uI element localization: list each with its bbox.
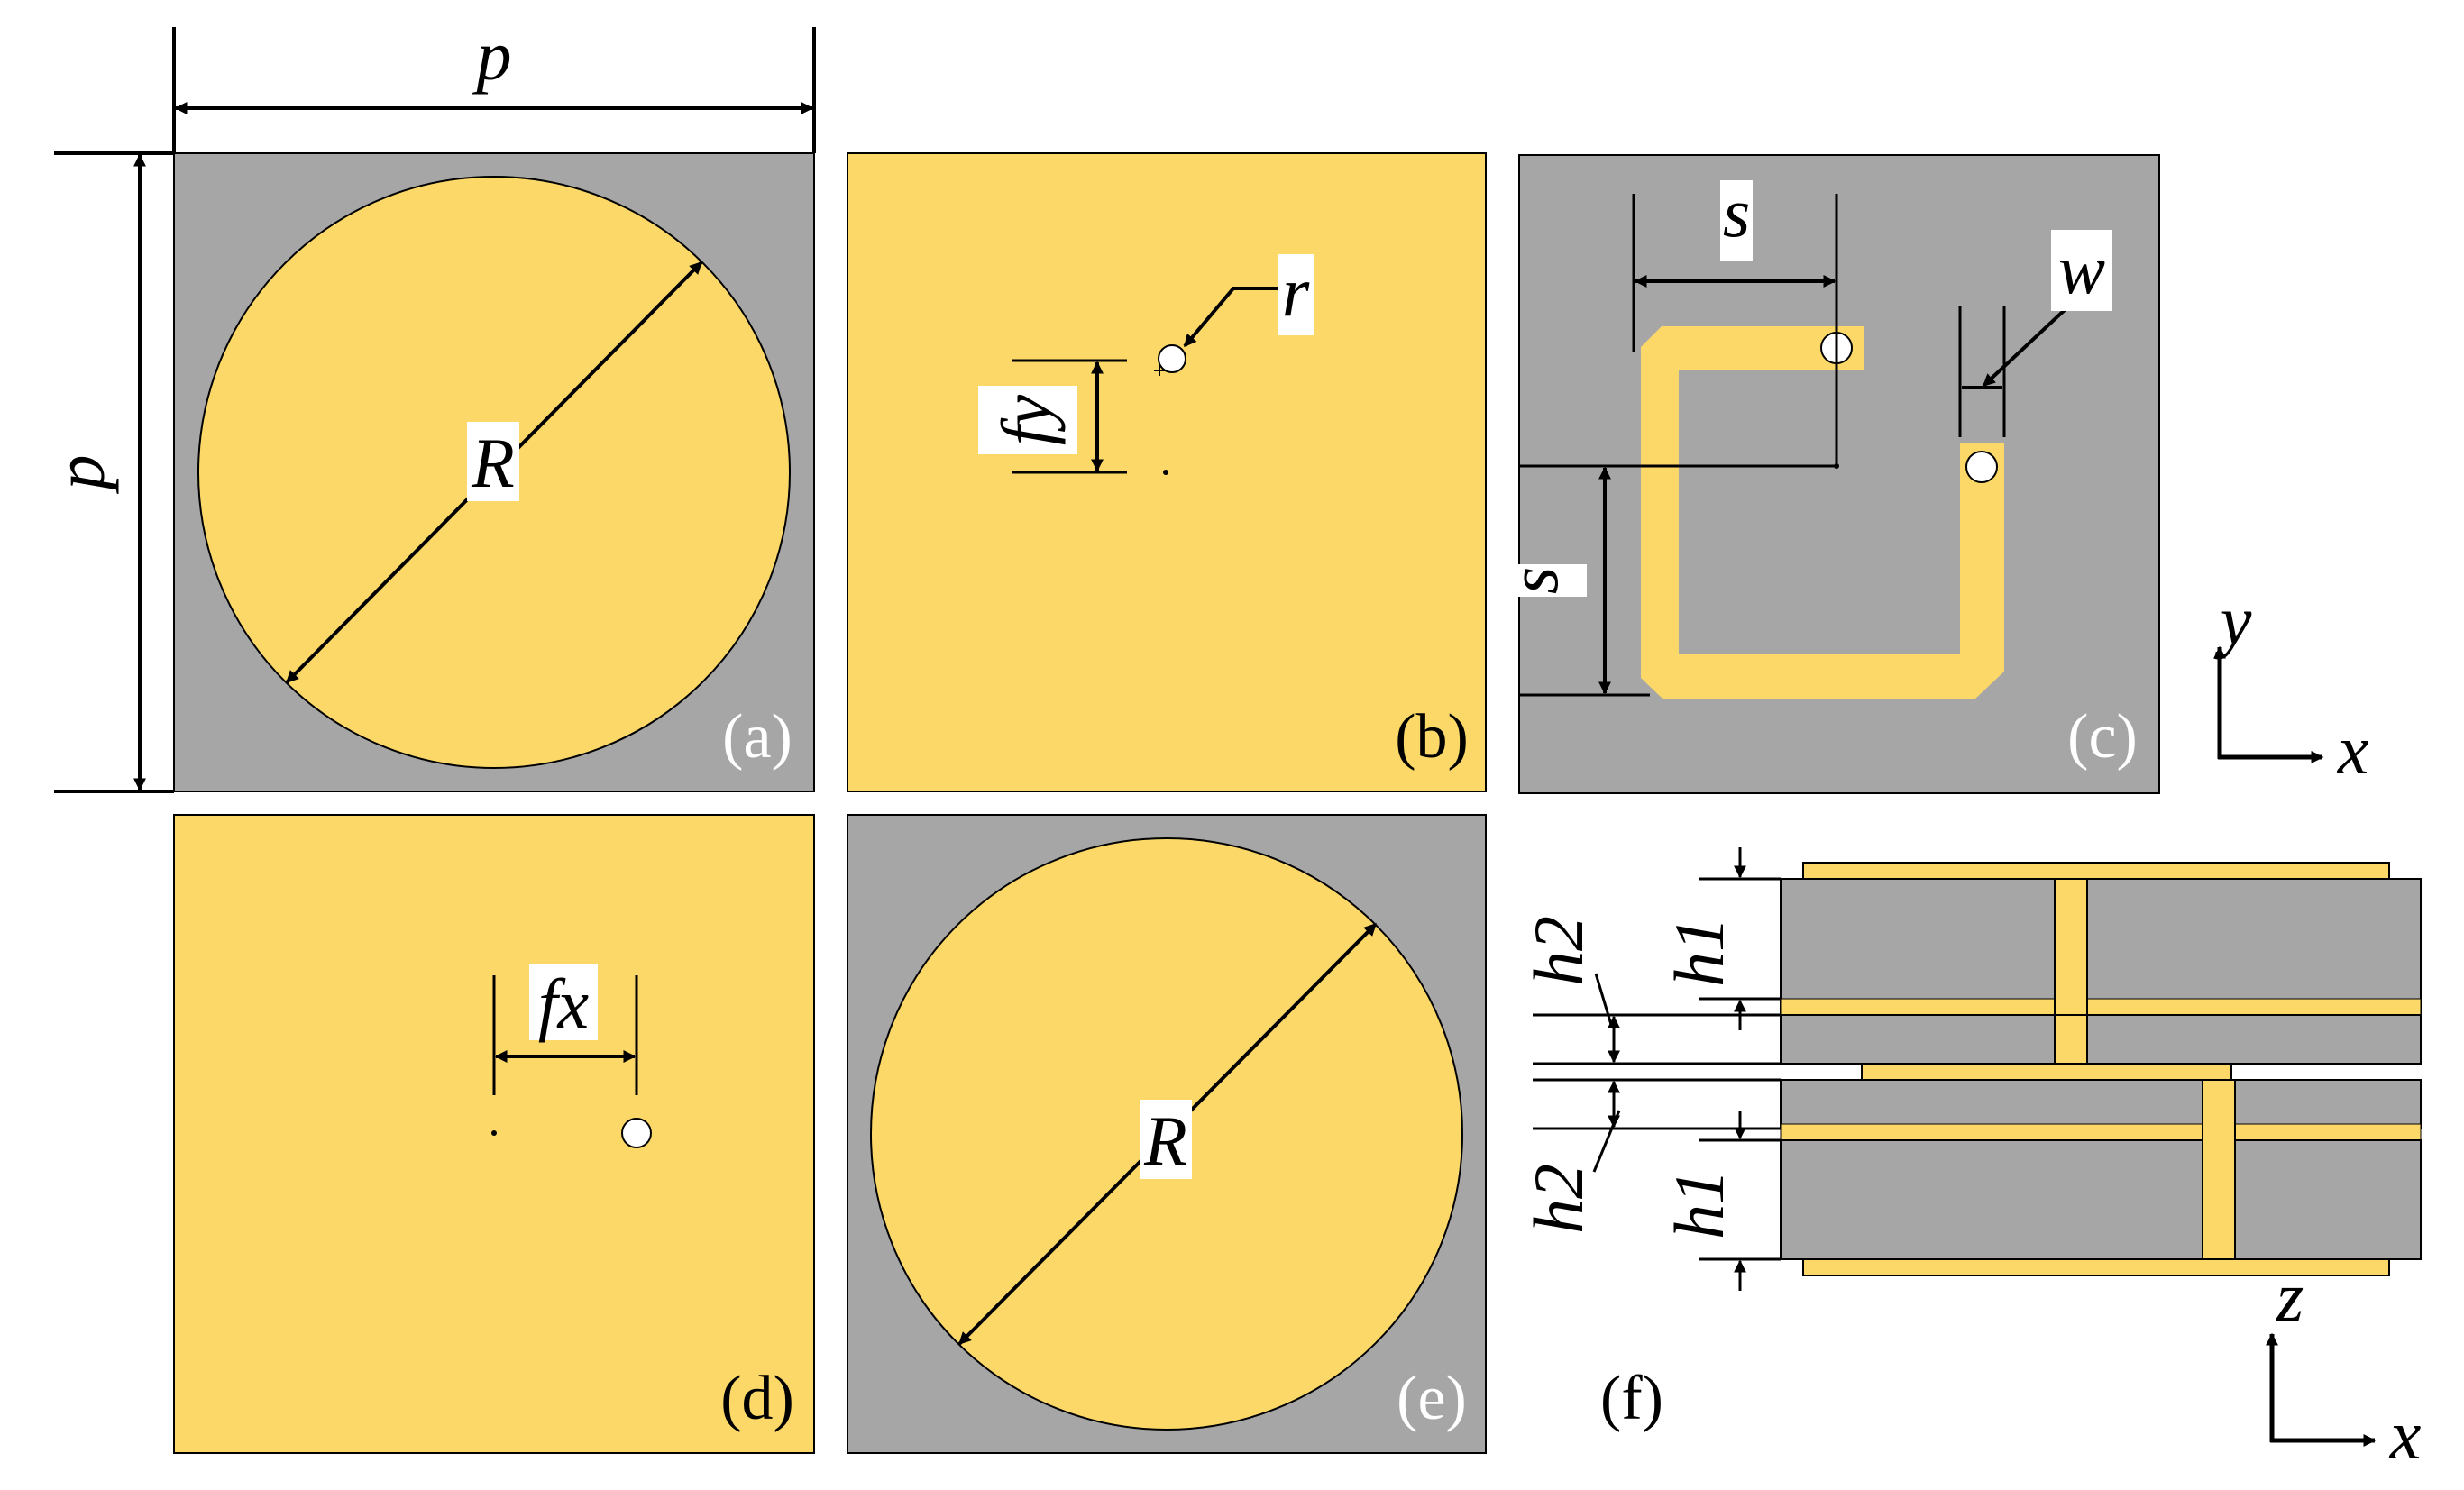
p-top-label: p (472, 16, 512, 95)
f-top-patch (1802, 862, 2390, 880)
panel-b: fy r (b) (847, 152, 1487, 792)
caption-b: (b) (1395, 702, 1469, 772)
caption-f: (f) (1600, 1364, 1663, 1433)
caption-d: (d) (720, 1364, 794, 1433)
R-e-label: R (1143, 1102, 1187, 1180)
panel-f: h1 h2 h2 h1 (f) (1519, 847, 2422, 1433)
h1-lower-label-bg (1666, 1163, 1733, 1246)
caption-e: (e) (1397, 1364, 1467, 1433)
h2-upper-label: h2 (1519, 916, 1598, 986)
fx-label: fx (538, 964, 590, 1043)
f-middle-feed-strip (1861, 1063, 2232, 1081)
r-label: r (1282, 252, 1310, 331)
h2-lower-leader (1592, 1110, 1621, 1173)
caption-c: (c) (2067, 702, 2138, 772)
f-upper-via-lower (2054, 1014, 2088, 1065)
caption-a: (a) (722, 702, 792, 772)
panel-c: s s w (c) (1489, 154, 2160, 794)
panel-e: R (e) (847, 814, 1487, 1454)
f-lower-substrate (1780, 1139, 2422, 1260)
s-top-label: s (1723, 173, 1750, 251)
fx-label-bg (529, 964, 598, 1040)
R-a-label: R (471, 424, 515, 502)
zx-axis-z-label: z (2276, 1257, 2304, 1336)
s-left-label-bg (1489, 564, 1587, 597)
panel-b-via-hole (1158, 344, 1186, 373)
xy-axis-y-label: y (2214, 581, 2252, 660)
s-left-label: s (1494, 567, 1572, 594)
h1-lower-label: h1 (1660, 1169, 1738, 1239)
w-leader-line (1982, 306, 2068, 388)
fy-label-bg (978, 386, 1077, 454)
R-e-label-bg (1140, 1100, 1192, 1179)
w-label: w (2058, 230, 2105, 308)
fy-label: fy (987, 394, 1066, 445)
panel-c-via-hole-lower (1965, 451, 1998, 483)
h2-lower-label: h2 (1519, 1164, 1598, 1234)
r-label-bg (1278, 254, 1314, 335)
f-upper-substrate (1780, 878, 2422, 1019)
f-upper-bottom-substrate (1780, 1014, 2422, 1065)
panel-b-small-cross (1154, 365, 1165, 376)
panel-a: p p R (a) (41, 16, 816, 793)
panel-d-center-dot (491, 1130, 497, 1136)
panel-c-u-shaped-feed-strip (1641, 326, 2004, 699)
f-upper-ground (1780, 998, 2422, 1016)
R-a-label-bg (467, 422, 519, 501)
panel-d-via-hole (621, 1118, 652, 1148)
p-left-label: p (41, 455, 119, 495)
r-leader-line (1183, 287, 1278, 348)
f-lower-via (2202, 1079, 2236, 1260)
f-bottom-patch (1802, 1258, 2390, 1276)
zx-axis-x-label: x (2389, 1395, 2422, 1474)
h2-lower-label-bg (1525, 1154, 1592, 1244)
h1-upper-label: h1 (1660, 917, 1738, 987)
h2-upper-label-bg (1525, 906, 1592, 996)
f-lower-ground (1780, 1123, 2422, 1141)
panel-d: fx (d) (173, 814, 815, 1454)
w-label-bg (2051, 230, 2112, 311)
s-top-label-bg (1720, 180, 1753, 261)
h2-upper-leader (1594, 973, 1614, 1028)
xy-axis-indicator: y x (2213, 581, 2369, 789)
h1-upper-label-bg (1666, 910, 1733, 993)
zx-axis-indicator: z x (2266, 1257, 2422, 1474)
f-lower-top-substrate (1780, 1079, 2422, 1129)
xy-axis-x-label: x (2337, 710, 2369, 789)
panel-b-center-dot (1163, 470, 1168, 475)
